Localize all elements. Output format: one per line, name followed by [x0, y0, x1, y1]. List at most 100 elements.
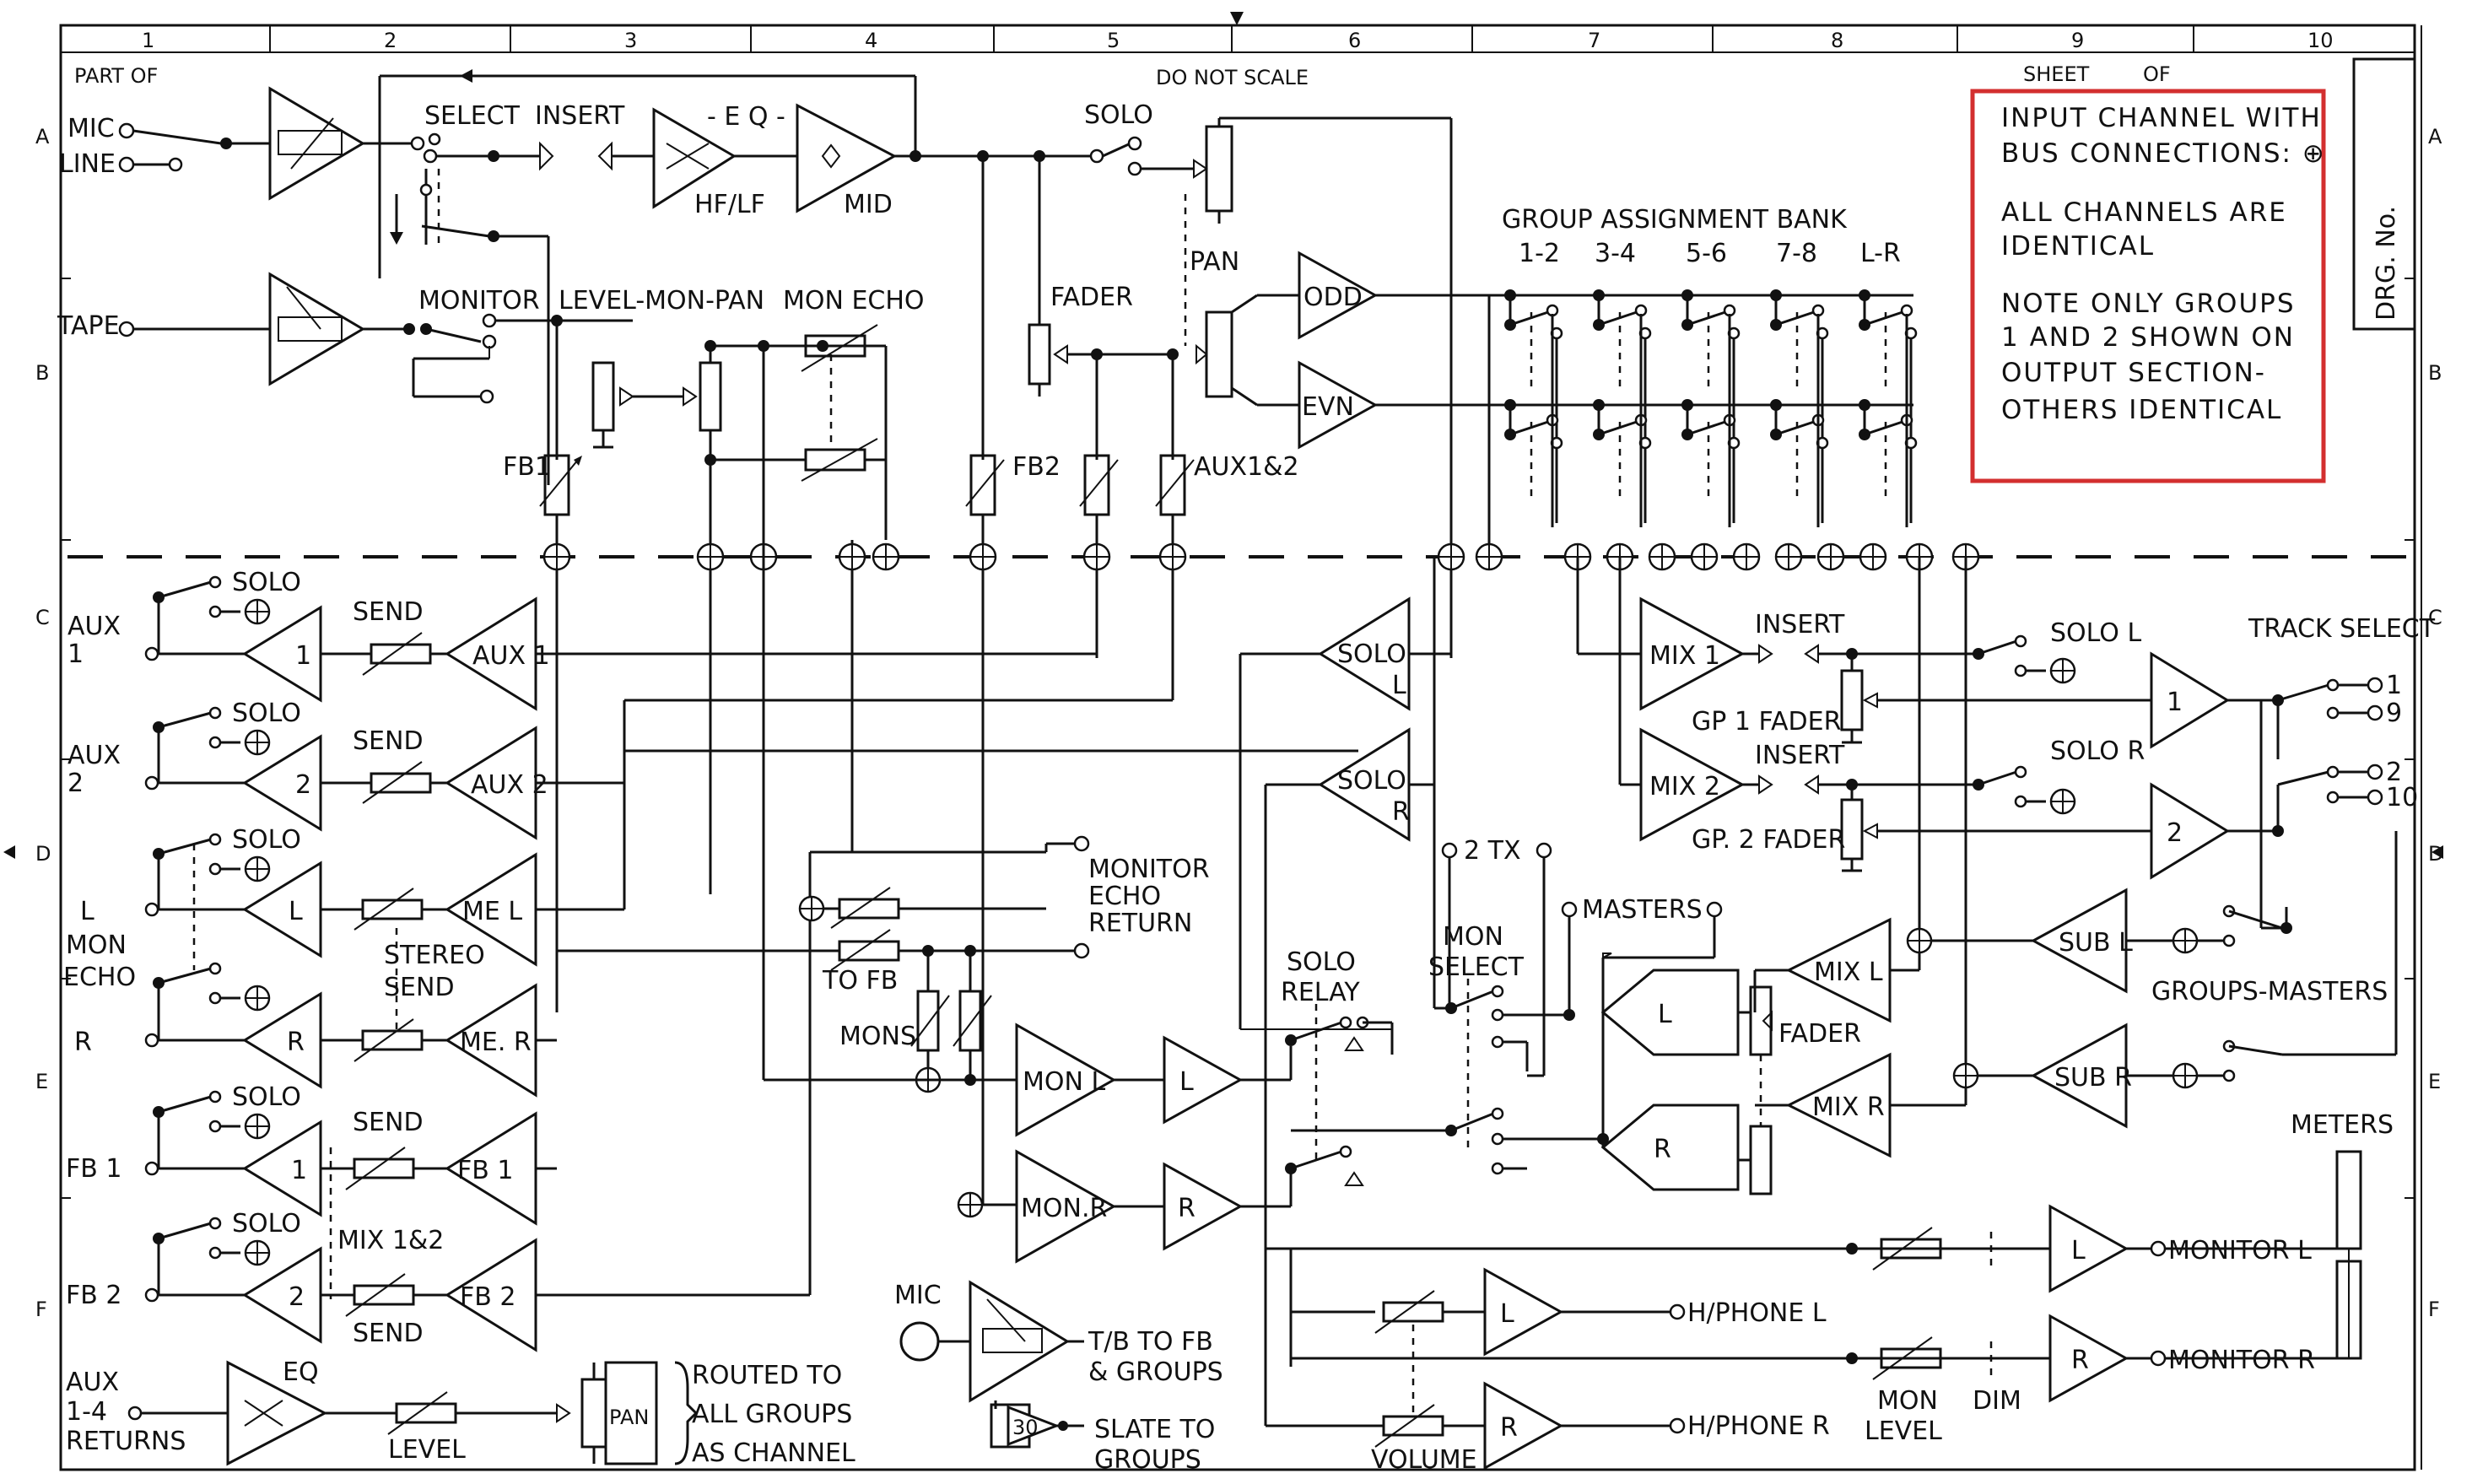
talkback-mic-icon	[899, 1321, 940, 1362]
volume-label: VOLUME	[1371, 1445, 1477, 1475]
monitor-echo-return-label-2: ECHO	[1088, 882, 1161, 911]
level-mon-pan-label: LEVEL-MON-PAN	[559, 286, 764, 316]
bus-connector-icon	[542, 542, 571, 571]
left-centre-mark-icon	[3, 845, 15, 859]
insert-label: INSERT	[535, 101, 625, 131]
drawing-number-label: DRG. No.	[2372, 206, 2401, 321]
track-10-label: 10	[2386, 783, 2418, 812]
stereo-send-label: SEND	[384, 973, 455, 1002]
note-line-8: OTHERS IDENTICAL	[2001, 395, 2282, 425]
line-input-label: LINE	[59, 149, 116, 179]
mix1-label: MIX 1	[1649, 641, 1720, 671]
mon-l-buffer-icon	[1163, 1035, 1244, 1125]
fb1-input-label: FB 1	[66, 1154, 121, 1184]
tb-to-fb-label: T/B TO FB	[1088, 1327, 1213, 1357]
monitor-l-amp-icon	[2048, 1204, 2129, 1293]
group-7-8-label: 7-8	[1776, 239, 1817, 268]
to-fb-label: TO FB	[822, 966, 898, 996]
meter-l-icon	[2335, 1150, 2362, 1250]
col-9: 9	[2071, 29, 2084, 52]
mic-preamp-icon	[268, 86, 365, 201]
group-l-r-label: L-R	[1860, 239, 1901, 268]
row-e-right: E	[2428, 1070, 2441, 1093]
centre-section: MONITOR ECHO RETURN TO FB MONS MON L L	[557, 540, 1830, 1475]
note-line-6: 1 AND 2 SHOWN ON	[2001, 322, 2295, 353]
aux1-send-label: SEND	[353, 597, 424, 627]
col-7: 7	[1588, 29, 1600, 52]
solo-l-label: SOLO	[1337, 639, 1406, 669]
hphone-r-amp-icon	[1483, 1381, 1564, 1471]
tb-groups-label: & GROUPS	[1088, 1357, 1223, 1387]
mic-input-label: MIC	[67, 114, 115, 143]
fb2-input-label: FB 2	[66, 1281, 121, 1310]
slate-groups-label: GROUPS	[1094, 1445, 1201, 1475]
aux1-solo-label: SOLO	[232, 568, 301, 597]
return-pan-label: PAN	[609, 1406, 649, 1429]
input-channel: MIC LINE TAPE SELECT INSERT - E Q -	[57, 69, 1913, 1205]
mon-select-label-2: SELECT	[1428, 952, 1525, 982]
monitor-echo-return-label-3: RETURN	[1088, 909, 1192, 938]
odd-amp-icon	[1298, 251, 1379, 340]
bus-connector-icon	[1690, 542, 1719, 571]
gp1-insert-label: INSERT	[1755, 610, 1845, 639]
row-c-left: C	[35, 606, 50, 629]
out2-label: 2	[2167, 818, 2183, 848]
col-8: 8	[1831, 29, 1843, 52]
masters-label: MASTERS	[1582, 895, 1703, 925]
right-centre-mark-icon	[2432, 845, 2443, 859]
group-switch-icon	[1859, 399, 1918, 523]
fb2-send-label: SEND	[353, 1319, 424, 1348]
mons-pot-2-icon	[958, 990, 982, 1052]
group-3-4-label: 3-4	[1595, 239, 1636, 268]
fb1-gain-label: 1	[291, 1156, 307, 1185]
solo-l-channel-label: L	[1392, 671, 1406, 700]
mon-echo-label: MON ECHO	[783, 286, 925, 316]
note-line-3: ALL CHANNELS ARE	[2001, 197, 2287, 228]
mix2-label: MIX 2	[1649, 772, 1720, 801]
group-switch-icon	[1504, 399, 1563, 523]
group-switch-bank	[1504, 289, 1918, 527]
bus-connector-icon	[1859, 542, 1887, 571]
row-e-left: E	[35, 1070, 48, 1093]
mon-l-solo-label: SOLO	[232, 825, 301, 855]
master-r-label: R	[1654, 1135, 1671, 1164]
me-r-label: ME. R	[460, 1028, 532, 1057]
fader-label: FADER	[1050, 283, 1133, 312]
groups-masters-label: GROUPS-MASTERS	[2151, 977, 2388, 1006]
aux-returns-range-label: 1-4	[66, 1397, 107, 1427]
group-assignment-label: GROUP ASSIGNMENT BANK	[1502, 205, 1848, 235]
mix12-label: MIX 1&2	[337, 1226, 444, 1255]
pre-fader-pot-icon	[1205, 125, 1233, 213]
output-section: MIX 1 INSERT GP 1 FADER SOLO L MIX 2 INS…	[1291, 557, 2436, 1446]
bus-connector-icon	[1732, 542, 1761, 571]
mon-echo-r-label: R	[74, 1028, 92, 1057]
mon-r-label: MON.R	[1021, 1194, 1107, 1223]
hf-lf-label: HF/LF	[694, 190, 765, 219]
of-label: OF	[2143, 62, 2171, 86]
note-box: INPUT CHANNEL WITH BUS CONNECTIONS: ⊕ AL…	[1970, 89, 2326, 483]
aux-returns-label: AUX	[66, 1368, 119, 1397]
mon-level-pot-icon	[591, 361, 615, 432]
out2-amp-icon	[2150, 782, 2230, 880]
note-line-2: BUS CONNECTIONS: ⊕	[2001, 138, 2326, 169]
fb2-label: FB2	[1012, 452, 1061, 482]
mid-eq-icon	[796, 103, 898, 213]
hphone-l-label: H/PHONE L	[1687, 1298, 1827, 1328]
monitor-r-amp-icon	[2048, 1314, 2129, 1403]
select-label: SELECT	[424, 101, 521, 131]
track-2-label: 2	[2386, 758, 2402, 787]
bus-connector-icon	[1648, 542, 1676, 571]
bus-connector-icon	[696, 542, 725, 571]
group-switch-icon	[1770, 289, 1829, 523]
as-channel-label: AS CHANNEL	[692, 1438, 855, 1468]
row-a-right: A	[2428, 125, 2442, 148]
col-10: 10	[2307, 29, 2334, 52]
two-tx-label: 2 TX	[1464, 836, 1521, 866]
fb2-solo-label: SOLO	[232, 1209, 301, 1238]
aux2-number-label: 2	[67, 769, 84, 798]
fb1-send-label: SEND	[353, 1108, 424, 1137]
solo-relay-label-2: RELAY	[1281, 978, 1360, 1007]
master-fader-label: FADER	[1778, 1019, 1861, 1049]
bus-connector-icon	[1774, 542, 1803, 571]
